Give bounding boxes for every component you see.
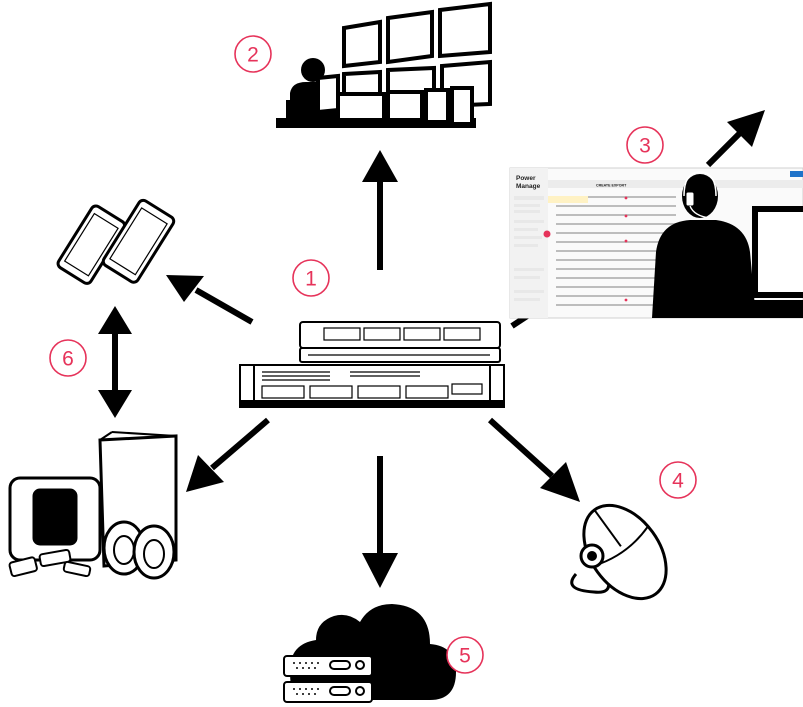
svg-text:5: 5 [459, 645, 471, 668]
badge-3: 3 [626, 126, 664, 164]
access-control-devices-icon [8, 431, 178, 580]
server-stack-icon [239, 321, 505, 408]
cloud-server-icon [283, 604, 456, 703]
power-manage-logo-line2: Manage [516, 183, 541, 190]
arrow-operator-outbound [705, 110, 765, 168]
arrow-mobile-access-bidirectional [98, 306, 132, 418]
svg-text:2: 2 [247, 44, 259, 67]
arrow-to-video-wall [362, 150, 398, 270]
mobile-devices-icon [56, 198, 176, 285]
svg-text:3: 3 [639, 135, 651, 158]
usb-mouse-icon [570, 503, 668, 601]
arrow-to-access-devices [186, 417, 270, 492]
badge-4: 4 [659, 461, 697, 499]
video-wall-operator-icon [276, 1, 492, 128]
arrow-to-mobile [166, 275, 254, 325]
svg-text:1: 1 [305, 268, 317, 291]
svg-text:4: 4 [672, 470, 684, 493]
power-manage-logo-line1: Power [516, 175, 536, 182]
badge-2: 2 [234, 35, 272, 73]
badge-5: 5 [446, 636, 484, 674]
badge-1: 1 [292, 259, 330, 297]
number-badges: 1 2 3 4 5 6 [49, 35, 697, 674]
headset-operator-icon: Power Manage CREATE EXPORT [509, 167, 803, 319]
badge-6: 6 [49, 339, 87, 377]
arrow-to-mouse [487, 417, 580, 502]
create-export-label: CREATE EXPORT [596, 184, 627, 188]
svg-text:6: 6 [62, 348, 74, 371]
connection-arrows [98, 110, 765, 588]
arrow-to-cloud [362, 456, 398, 588]
